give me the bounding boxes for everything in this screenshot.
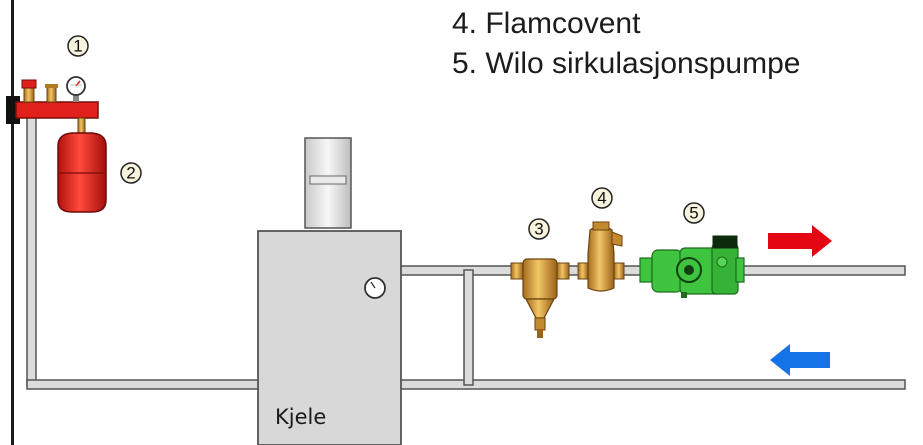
marker-number: 1 [73, 37, 82, 56]
safety-group [6, 76, 99, 135]
expansion-pipe-vertical [26, 115, 37, 387]
legend-item-4: 4. Flamcovent [452, 7, 641, 40]
component-marker-1: 1 [67, 35, 89, 57]
legend-item-5: 5. Wilo sirkulasjonspumpe [452, 47, 801, 80]
pressure-gauge [66, 76, 86, 102]
pump-control-box [712, 235, 738, 249]
safety-manifold [15, 101, 99, 119]
component-marker-4: 4 [591, 187, 613, 209]
expansion-vessel [57, 132, 107, 213]
legend: 4. Flamcovent 5. Wilo sirkulasjonspumpe [452, 4, 800, 84]
bypass-pipe [463, 269, 474, 386]
wall-line [11, 0, 14, 445]
marker-number: 3 [534, 220, 543, 239]
circulation-pump [639, 235, 745, 298]
component-marker-2: 2 [120, 162, 142, 184]
flamcovent [577, 221, 625, 292]
supply-flow-arrow [768, 225, 832, 257]
boiler-thermometer [364, 277, 386, 299]
return-flow-arrow [770, 344, 830, 376]
marker-number: 5 [689, 204, 698, 223]
marker-number: 4 [597, 189, 606, 208]
safety-valve [21, 79, 37, 103]
component-marker-5: 5 [683, 202, 705, 224]
marker-number: 2 [126, 164, 135, 183]
pipe-network [26, 115, 906, 390]
dirt-separator [510, 258, 570, 338]
vessel-connector [77, 117, 86, 135]
boiler [257, 137, 402, 445]
boiler-label: Kjele [275, 405, 326, 429]
component-marker-3: 3 [528, 218, 550, 240]
manifold-air-vent [45, 84, 58, 103]
boiler-body [257, 230, 402, 445]
flue-collar [309, 175, 347, 185]
